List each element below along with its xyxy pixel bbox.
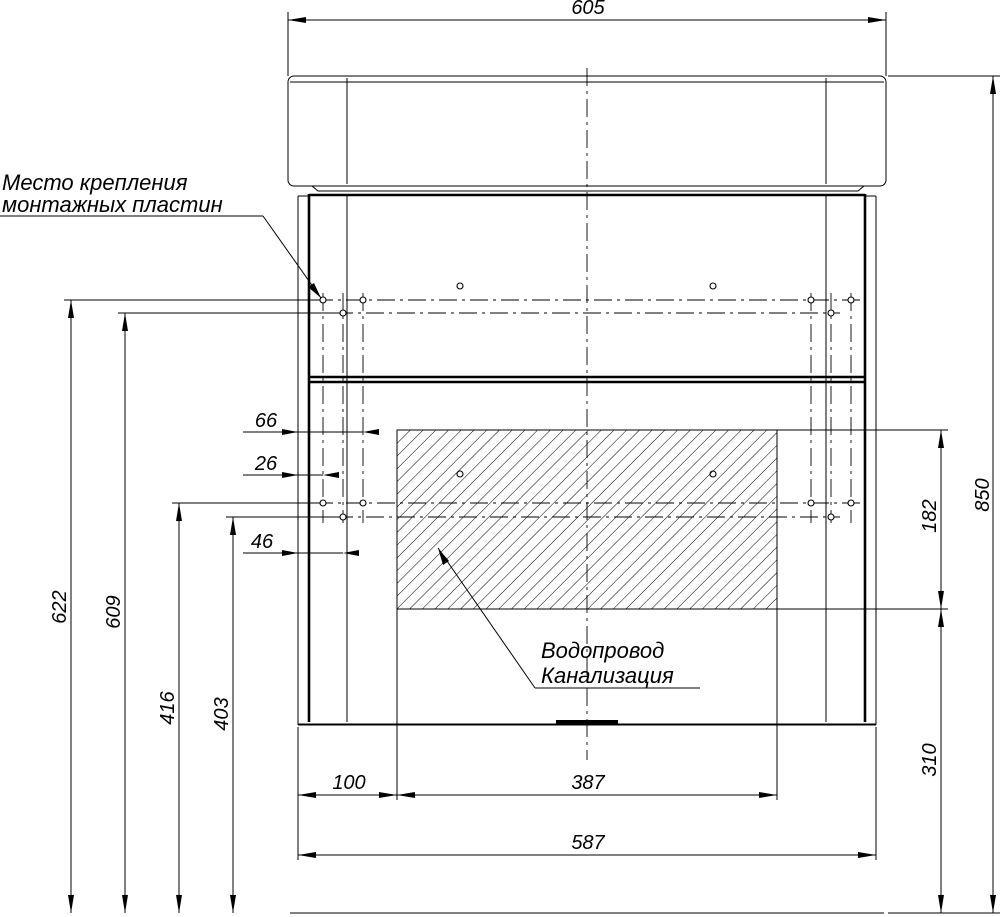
dim-622: 622	[49, 590, 71, 623]
dim-310: 310	[919, 743, 941, 776]
dim-100: 100	[332, 772, 365, 794]
plumbing-label-line2: Канализация	[541, 663, 674, 688]
dim-850: 850	[972, 478, 994, 511]
dim-416: 416	[157, 690, 179, 724]
dimension-lines	[64, 12, 1000, 914]
plumbing-label-line1: Водопровод	[541, 638, 664, 663]
dim-403: 403	[211, 697, 233, 730]
mount-points-label-line1: Место крепления	[2, 170, 188, 195]
dim-182: 182	[919, 499, 941, 532]
dim-26: 26	[254, 453, 278, 475]
dimension-labels: 605 850 182 310 622 609 416 403 66 26 46…	[49, 0, 994, 854]
dim-587: 587	[571, 832, 605, 854]
dim-66: 66	[255, 410, 278, 432]
dim-46: 46	[251, 531, 274, 553]
utility-zone	[396, 429, 778, 610]
annotation-labels: Место крепления монтажных пластин Водопр…	[2, 170, 674, 688]
dim-609: 609	[103, 595, 125, 628]
leader-lines	[0, 215, 700, 689]
dim-387: 387	[571, 772, 605, 794]
dim-605: 605	[571, 0, 605, 19]
mount-points-label-line2: монтажных пластин	[2, 192, 223, 217]
